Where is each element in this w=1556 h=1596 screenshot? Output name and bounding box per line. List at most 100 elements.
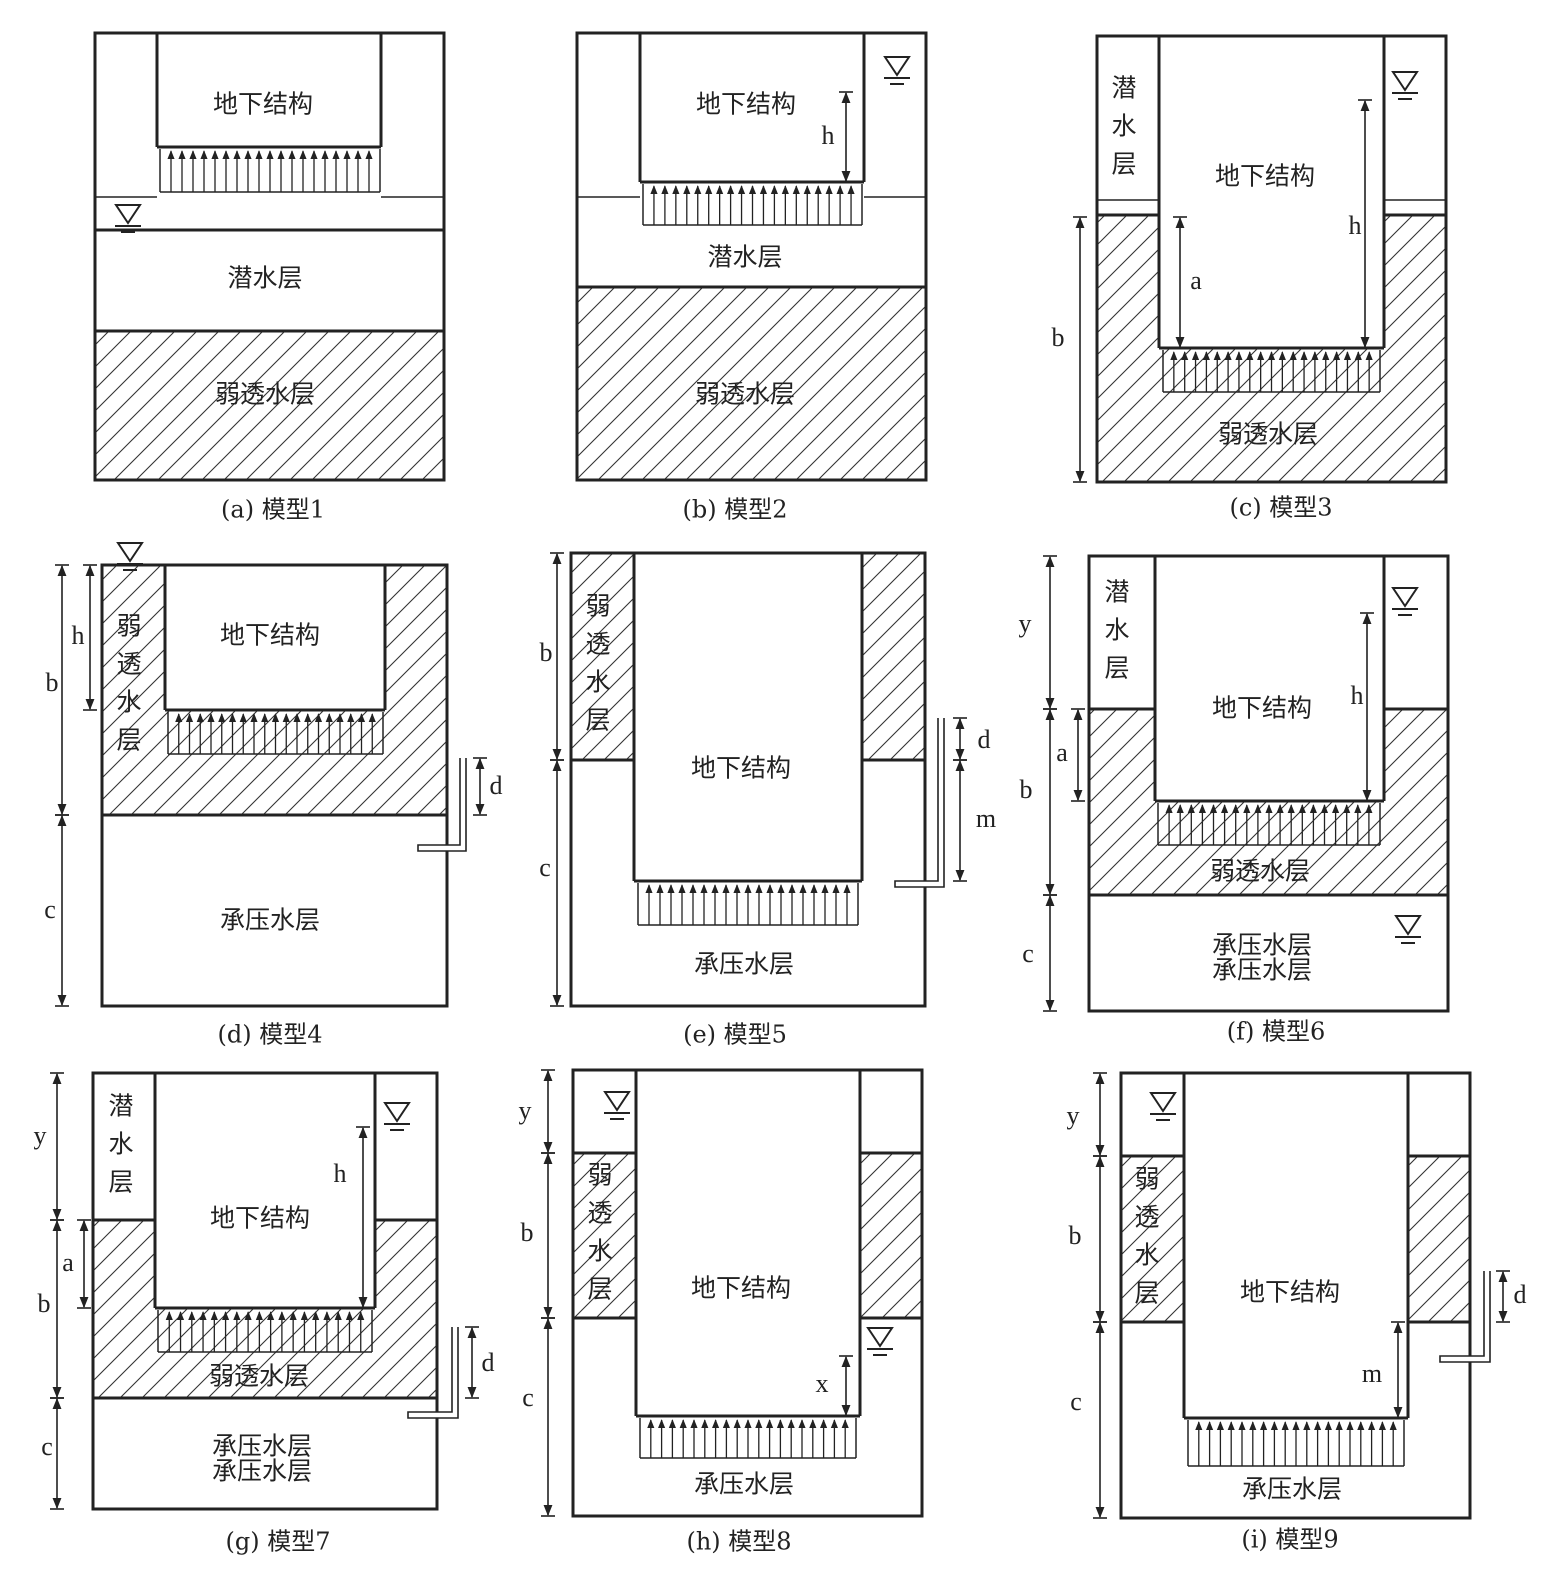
dimension-label-c: c (1070, 1387, 1082, 1416)
dimension-b: b (521, 1152, 555, 1319)
water-level-triangle (116, 542, 144, 563)
piezometer-tube-shape (407, 1327, 459, 1419)
panel-model-3: hab潜水层地下结构弱透水层(c) 模型3 (1052, 34, 1448, 522)
structure-interior (1155, 709, 1384, 801)
dimension-a: a (62, 1219, 91, 1309)
dimension-label-y: y (519, 1096, 532, 1125)
dimension-label-c: c (44, 895, 56, 924)
dimension-label-b: b (1069, 1221, 1082, 1250)
dimension-y: y (1067, 1072, 1107, 1157)
layer-label: 地下结构 (220, 621, 320, 650)
layer-label-char: 水 (1104, 616, 1129, 645)
layer-label-char: 水 (116, 688, 141, 717)
layer-label: 地下结构 (1215, 162, 1315, 191)
model-boundary (1095, 34, 1448, 484)
model-boundary (91, 1071, 439, 1511)
layer-label: 承压水层 (220, 906, 320, 935)
layer-label: 地下结构 (696, 90, 796, 119)
water-level-icon (1394, 915, 1422, 944)
water-level-triangle (383, 1102, 411, 1123)
layer-label: 地下结构 (691, 754, 791, 783)
layer-label: 弱透水层 (695, 380, 795, 409)
layer-label: 地下结构 (1212, 694, 1312, 723)
dimension-label-d: d (1514, 1280, 1527, 1309)
dimension-a: a (1056, 708, 1085, 802)
layer-label-char: 水 (587, 1237, 612, 1266)
dimension-d: d (465, 1326, 495, 1399)
dimension-label-h: h (1351, 681, 1364, 710)
layer-label: 潜水层 (707, 243, 782, 272)
panel-caption: (c) 模型3 (1229, 494, 1332, 522)
layer-label-char: 层 (587, 1275, 612, 1304)
dimension-d: d (473, 757, 503, 816)
piezometer-tube (407, 1327, 459, 1419)
aquitard-hatch (577, 287, 926, 480)
vertical-layer-label: 弱透水层 (1134, 1165, 1159, 1308)
dimension-label-a: a (62, 1248, 74, 1277)
dimension-label-a: a (1190, 266, 1202, 295)
water-level-triangle (1391, 71, 1419, 92)
water-level-icon (116, 542, 144, 571)
layer-label-char: 透 (1134, 1203, 1159, 1232)
dimension-m: m (1362, 1321, 1405, 1419)
dimension-label-x: x (816, 1369, 829, 1398)
aquitard-hatch (95, 331, 444, 480)
dimension-label-m: m (1362, 1359, 1382, 1388)
dimension-h: h (1349, 99, 1372, 349)
water-level-triangle (603, 1091, 631, 1112)
layer-label: 潜水层 (227, 264, 302, 293)
layer-label: 承压水层 (212, 1432, 312, 1461)
water-level-triangle (1394, 915, 1422, 936)
aquitard-hatch (573, 1153, 636, 1318)
dimension-label-b: b (521, 1218, 534, 1247)
dimension-d: d (1496, 1270, 1527, 1323)
layer-label: 弱透水层 (1218, 420, 1318, 449)
dimension-label-b: b (46, 668, 59, 697)
vertical-layer-label: 潜水层 (1104, 578, 1129, 683)
layer-label-char: 弱 (587, 1161, 612, 1190)
piezometer-tube (417, 758, 467, 852)
dimension-label-a: a (1056, 738, 1068, 767)
aquitard-hatch (860, 1153, 922, 1318)
layer-label: 承压水层 (1212, 931, 1312, 960)
layer-label: 承压水层 (1242, 1475, 1342, 1504)
layer-label-char: 弱 (1134, 1165, 1159, 1194)
panel-caption: (i) 模型9 (1241, 1526, 1338, 1554)
uplift-pressure-arrows (159, 149, 381, 193)
layer-label-char: 潜 (108, 1092, 133, 1121)
model-boundary (1087, 554, 1450, 1013)
layer-label-char: 弱 (585, 592, 610, 621)
layer-label: 地下结构 (213, 90, 313, 119)
layer-label-char: 透 (116, 650, 141, 679)
layer-label-char: 层 (585, 706, 610, 735)
structure-interior (1159, 215, 1384, 348)
uplift-pressure-arrows (167, 712, 384, 755)
layer-label-char: 潜 (1111, 74, 1136, 103)
dimension-label-h: h (1349, 211, 1362, 240)
dimension-label-b: b (38, 1289, 51, 1318)
dimension-b: b (1052, 216, 1087, 483)
dimension-y: y (1019, 555, 1057, 710)
layer-label: 承压水层 (1212, 956, 1312, 985)
vertical-layer-label: 弱透水层 (585, 592, 610, 735)
water-level-triangle (1149, 1092, 1177, 1113)
dimension-c: c (44, 814, 69, 1007)
panel-caption: (d) 模型4 (218, 1021, 323, 1049)
layer-label-char: 水 (1111, 112, 1136, 141)
panel-caption: (f) 模型6 (1227, 1018, 1326, 1046)
layer-label-char: 透 (585, 630, 610, 659)
dimension-h: h (334, 1126, 370, 1309)
dimension-b: b (46, 564, 69, 816)
layer-label-char: 弱 (116, 612, 141, 641)
uplift-pressure-arrows (1157, 803, 1381, 846)
dimension-x: x (816, 1355, 853, 1417)
dimension-c: c (1022, 894, 1057, 1012)
layer-label: 承压水层 (694, 1470, 794, 1499)
structure-interior (165, 565, 385, 710)
aquitard-hatch (1408, 1156, 1470, 1322)
